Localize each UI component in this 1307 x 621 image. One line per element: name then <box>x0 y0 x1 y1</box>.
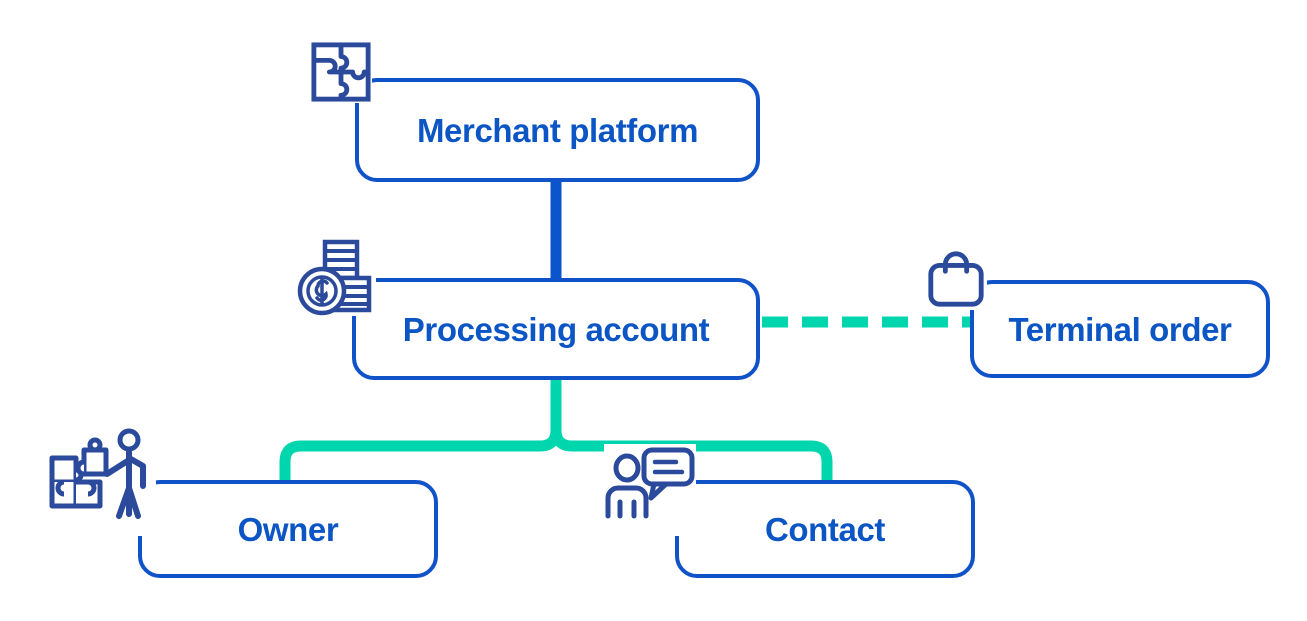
node-label-terminal-order: Terminal order <box>1008 310 1232 348</box>
coins-stack-icon <box>296 236 376 316</box>
node-processing-account[interactable]: Processing account <box>352 278 760 380</box>
node-owner[interactable]: Owner <box>138 480 438 578</box>
connector-branch-to-owner <box>279 429 562 482</box>
node-label-contact: Contact <box>764 510 886 548</box>
person-puzzle-icon <box>44 424 156 536</box>
puzzle-square-icon <box>310 41 372 103</box>
shopping-bag-icon <box>925 248 987 310</box>
node-label-owner: Owner <box>237 510 339 548</box>
person-speech-bubble-icon <box>604 444 696 536</box>
node-label-merchant-platform: Merchant platform <box>416 111 699 149</box>
node-contact[interactable]: Contact <box>675 480 975 578</box>
node-label-processing-account: Processing account <box>402 310 710 348</box>
node-merchant-platform[interactable]: Merchant platform <box>355 78 760 182</box>
node-terminal-order[interactable]: Terminal order <box>970 280 1270 378</box>
